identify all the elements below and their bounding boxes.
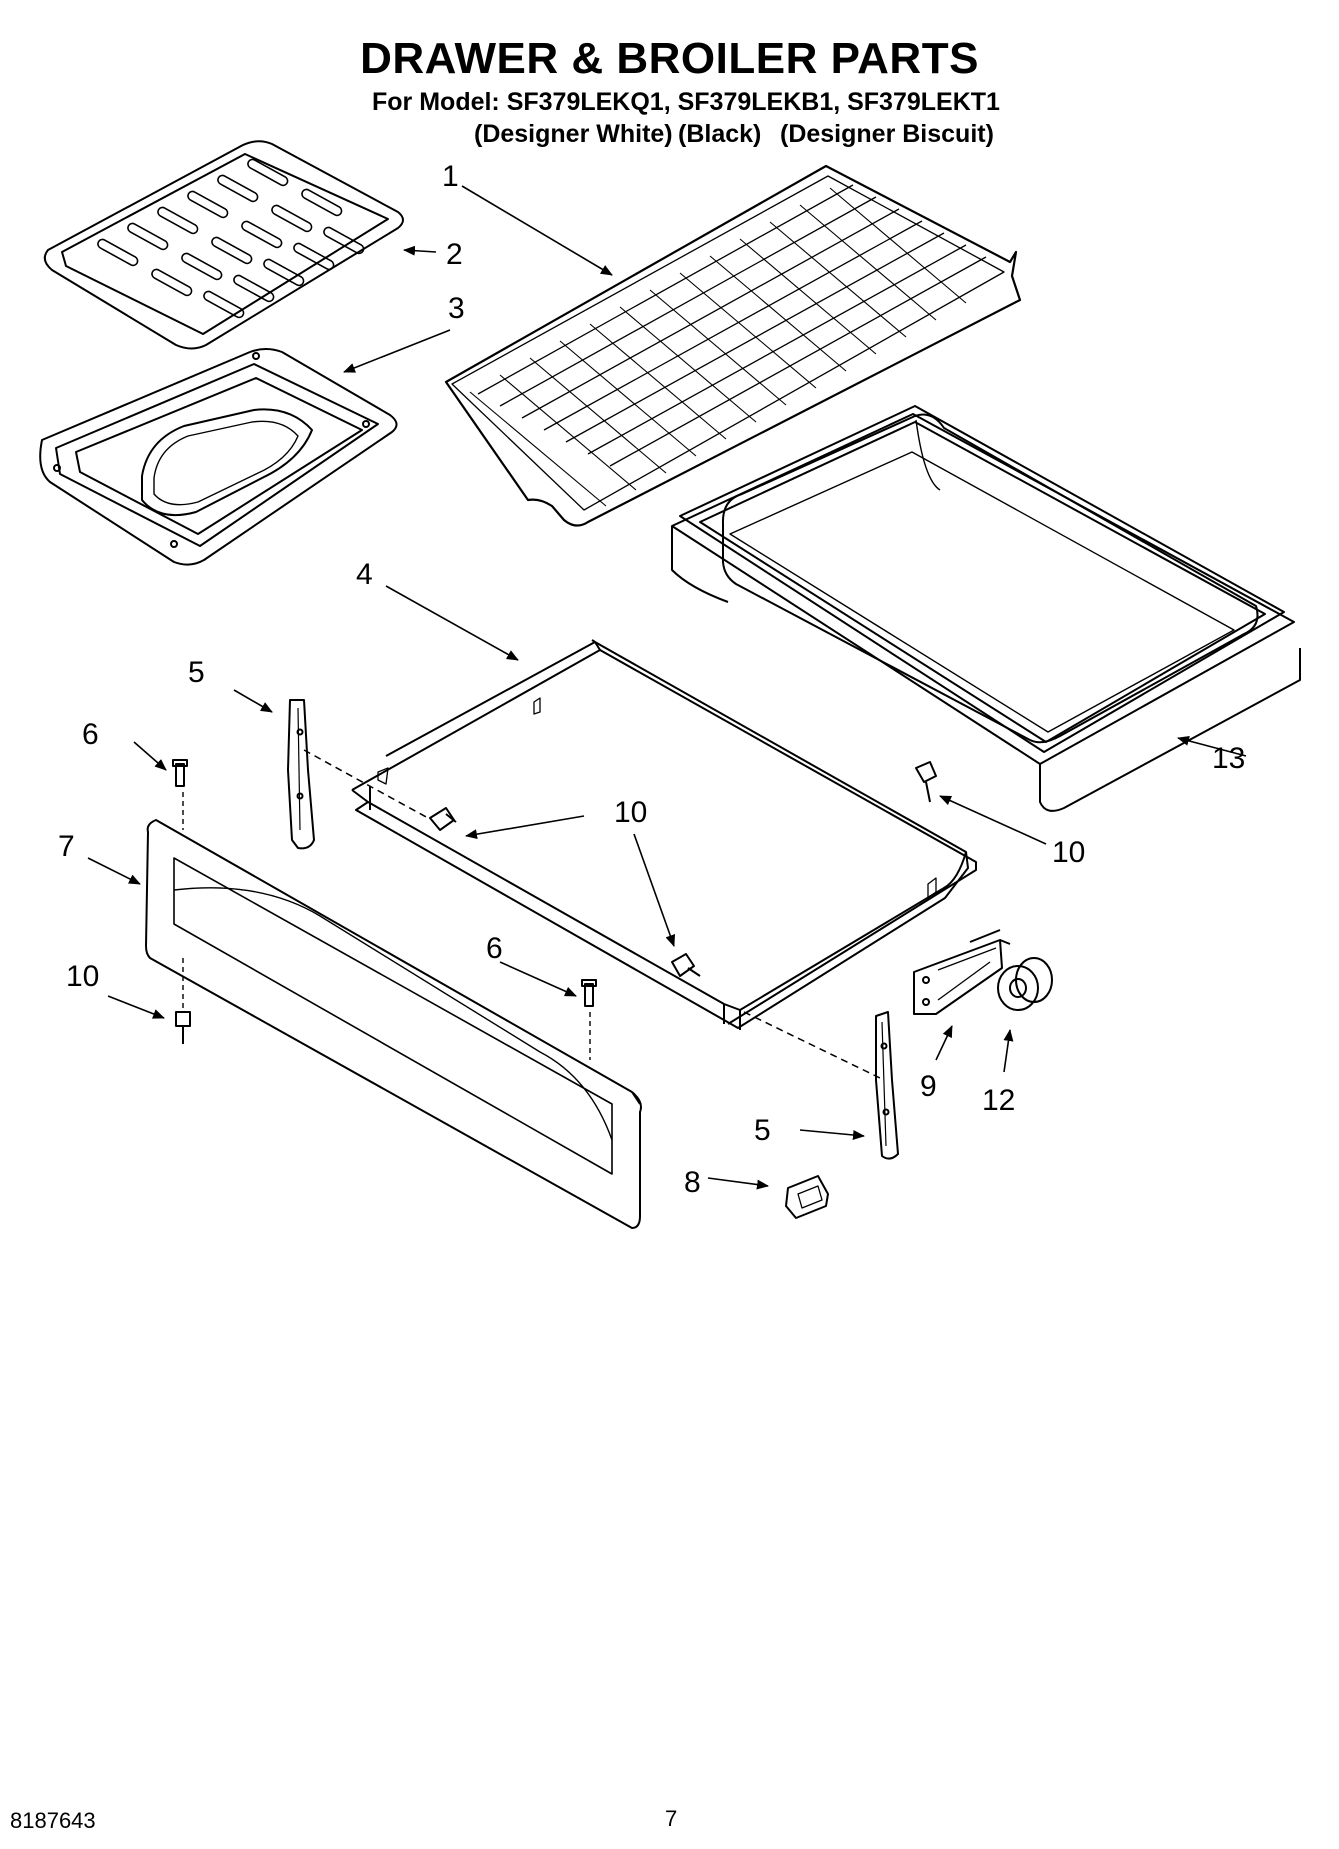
broiler-pan-part (39, 348, 398, 566)
callout-6-right: 6 (486, 932, 503, 965)
callout-7: 7 (58, 830, 75, 863)
callout-10-right: 10 (1052, 836, 1085, 869)
drawer-pan-part (671, 405, 1301, 812)
stud-part-right (581, 979, 597, 1007)
callout-6-left: 6 (82, 718, 99, 751)
document-number: 8187643 (10, 1808, 96, 1833)
callout-3: 3 (448, 292, 465, 325)
page-number: 7 (665, 1806, 678, 1831)
callout-10-center: 10 (614, 796, 647, 829)
page-title: DRAWER & BROILER PARTS (360, 34, 979, 83)
broiler-grid-part (43, 140, 404, 350)
variant-designer-biscuit: (Designer Biscuit) (780, 120, 994, 148)
screw-part-1 (429, 807, 457, 831)
variant-black: (Black) (678, 120, 762, 148)
screw-part-2 (915, 761, 937, 803)
callout-1: 1 (442, 160, 459, 193)
drawer-body-part (351, 639, 977, 1030)
callout-10-left: 10 (66, 960, 99, 993)
callout-4: 4 (356, 558, 373, 591)
model-list: For Model: SF379LEKQ1, SF379LEKB1, SF379… (372, 88, 1000, 116)
drawer-front-panel-part (145, 819, 642, 1229)
wheel-part (997, 957, 1053, 1011)
callout-2: 2 (446, 238, 463, 271)
oven-rack-part (444, 164, 1022, 527)
bracket-part (913, 929, 1011, 1015)
stud-part-left (172, 759, 188, 787)
drawer-slide-part-right (875, 1011, 899, 1160)
callout-8: 8 (684, 1166, 701, 1199)
callout-9: 9 (920, 1070, 937, 1103)
callout-5-right: 5 (754, 1114, 771, 1147)
clip-part (785, 1175, 829, 1219)
screw-part-3 (671, 953, 701, 977)
screw-part-4 (175, 1011, 191, 1044)
callout-5-left: 5 (188, 656, 205, 689)
callout-12: 12 (982, 1084, 1015, 1117)
callout-13: 13 (1212, 742, 1245, 775)
variant-designer-white: (Designer White) (474, 120, 673, 148)
drawer-slide-part-left (287, 699, 315, 850)
